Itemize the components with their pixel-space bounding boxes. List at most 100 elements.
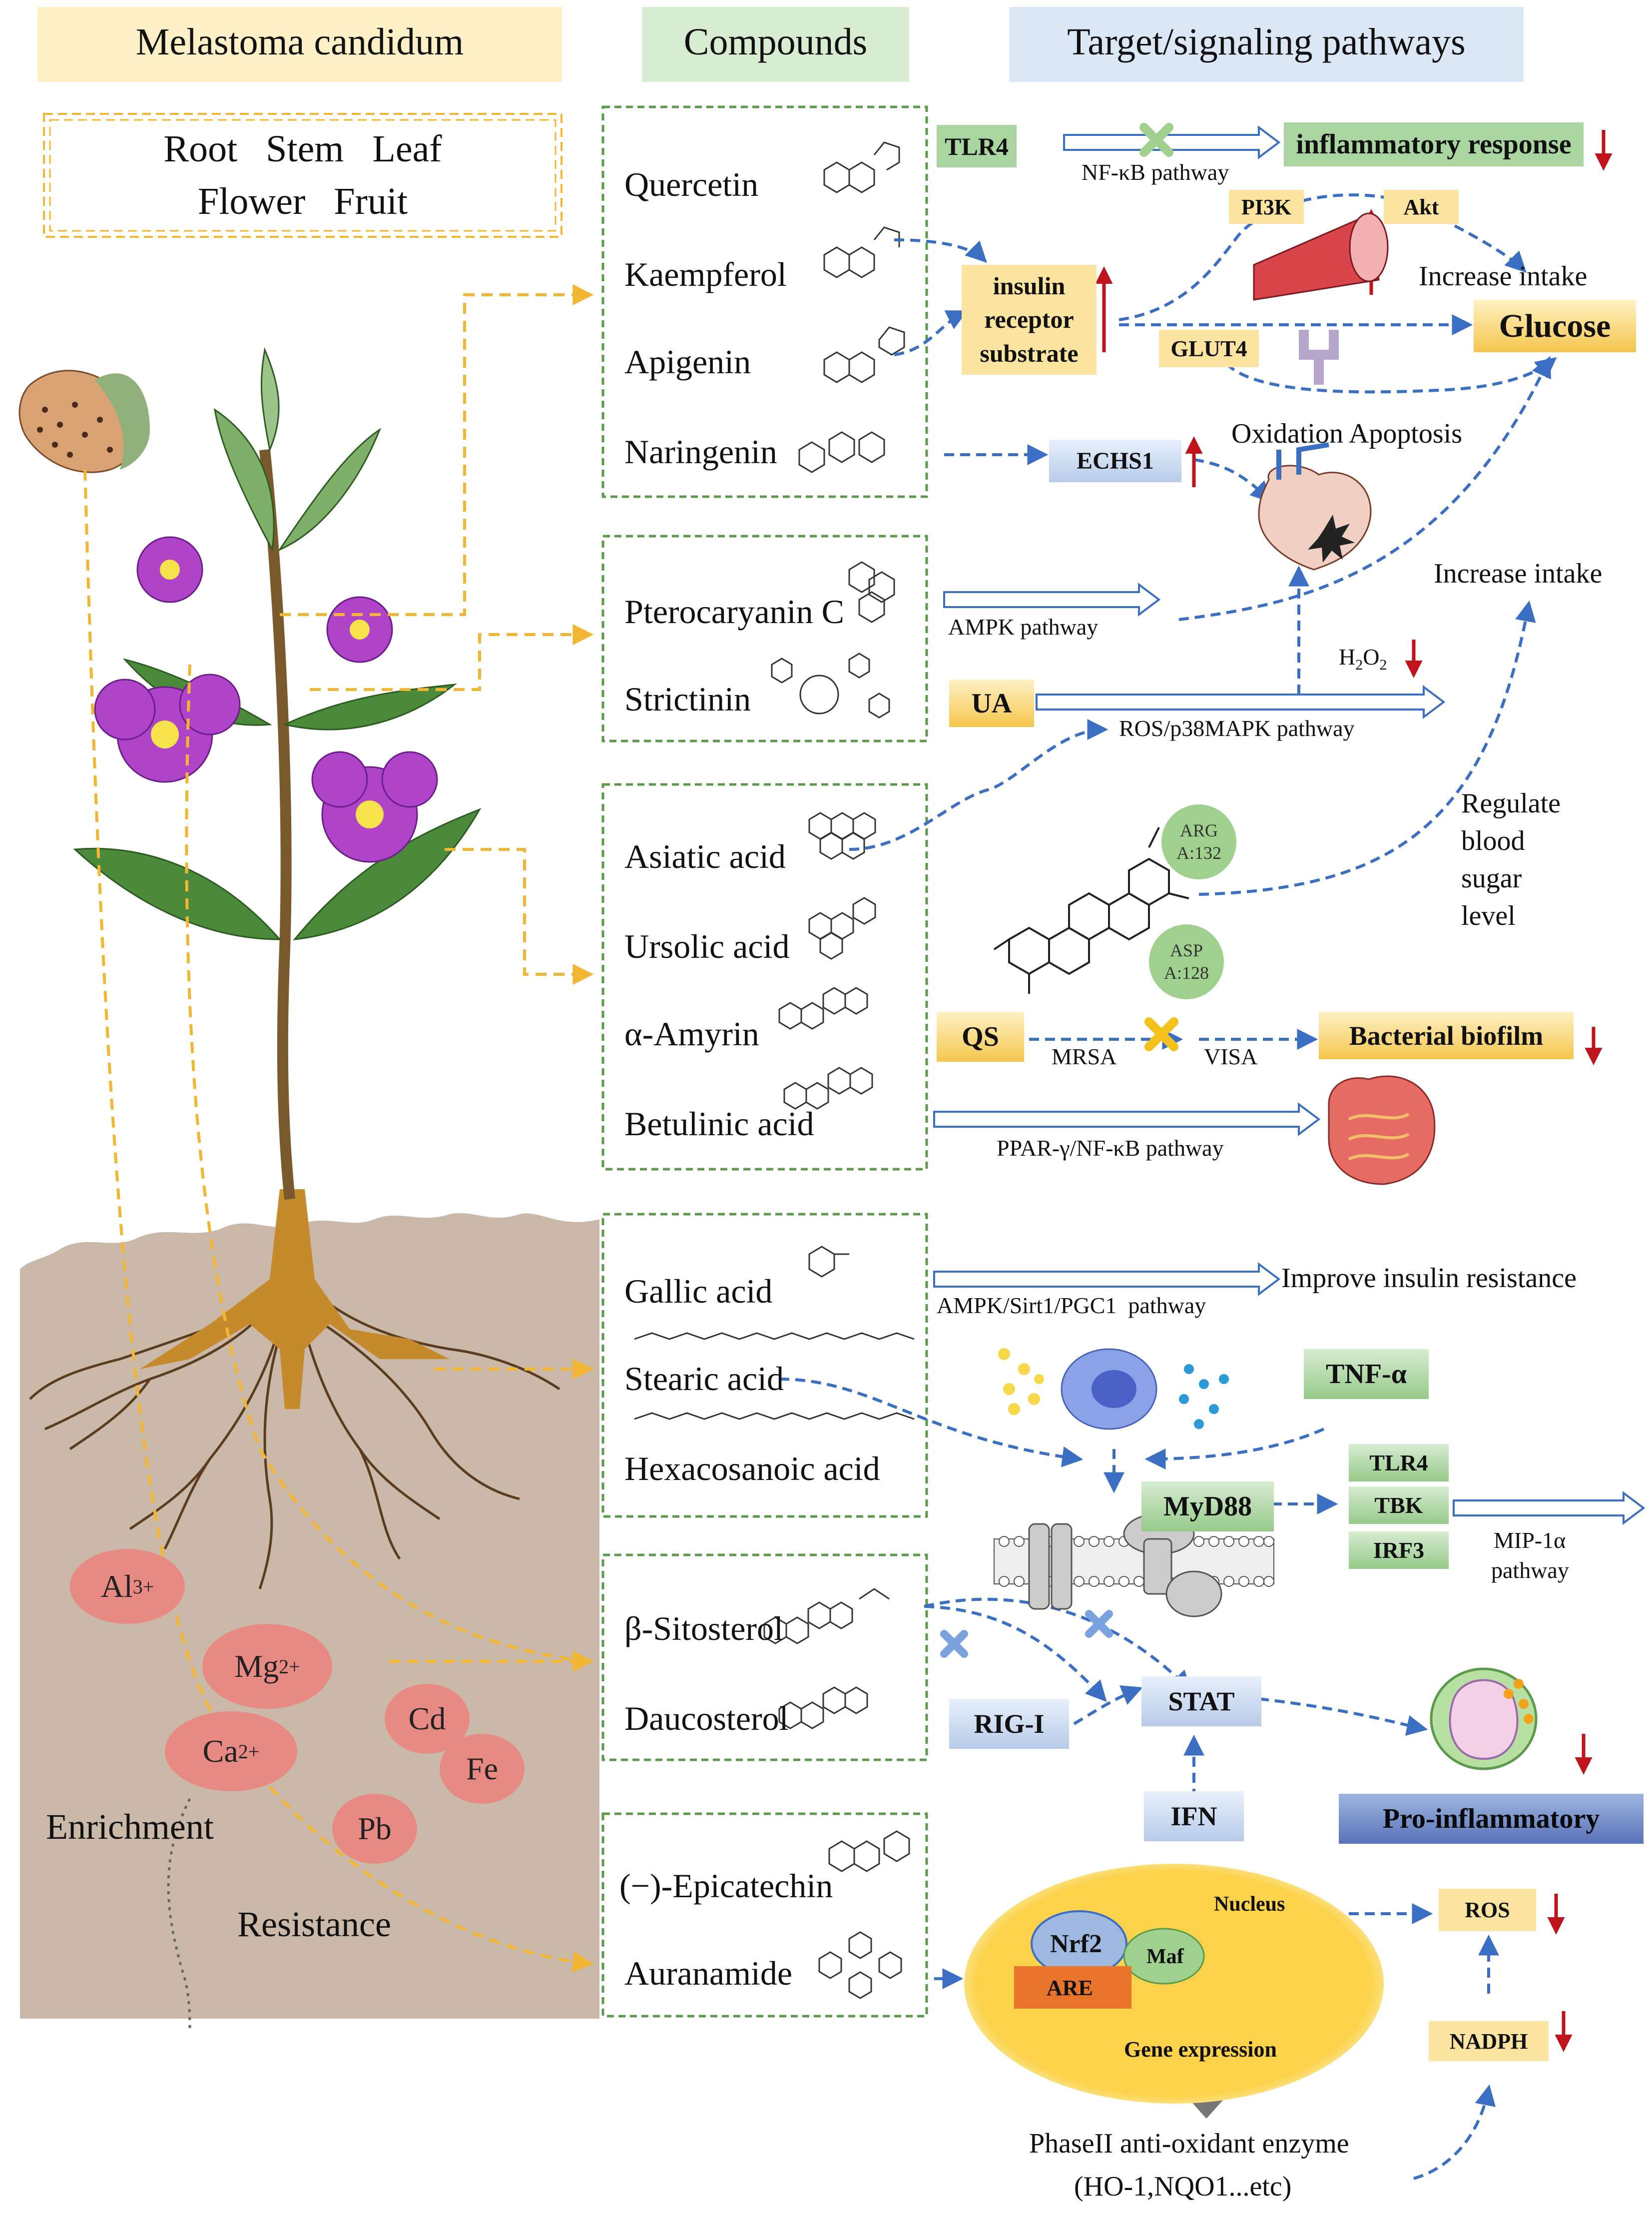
plant-parts-box [43, 113, 562, 238]
label-akt: Akt [1384, 190, 1459, 224]
label-echs1: ECHS1 [1049, 440, 1181, 482]
compound-boxes [601, 105, 928, 2018]
header-bg-plant [37, 7, 562, 82]
label-sugar: sugar [1461, 863, 1522, 894]
label-nadph: NADPH [1429, 2021, 1549, 2061]
block-marks-yellow [1144, 1017, 1178, 1051]
flower-centers [151, 560, 384, 828]
label-nfkb-pathway: NF-κB pathway [1082, 159, 1229, 185]
immune-cell-icon [1061, 1348, 1157, 1430]
label-tbk: TBK [1349, 1486, 1449, 1524]
label-ros-p38mapk: ROS/p38MAPK pathway [1119, 716, 1355, 741]
label-gene-expression: Gene expression [1124, 2037, 1277, 2062]
enrichment-label: Enrichment [46, 1807, 214, 1847]
soil-area [20, 1213, 599, 2019]
residue-arg-name: ARG [1179, 820, 1218, 840]
residue-asp-name: ASP [1169, 940, 1203, 960]
header-bg-pathways [1009, 7, 1524, 82]
label-myd88: MyD88 [1141, 1481, 1274, 1531]
label-pro-inflammatory: Pro-inflammatory [1339, 1794, 1644, 1844]
label-tlr4-top: TLR4 [937, 125, 1017, 167]
label-are: ARE [1047, 1976, 1093, 2000]
label-increase-intake-2: Increase intake [1434, 558, 1603, 589]
ion-fe: Fe [440, 1734, 525, 1804]
label-inflammatory-response: inflammatory response [1284, 122, 1584, 166]
plant-leaves [73, 347, 482, 940]
compound-naringenin: Naringenin [624, 433, 777, 471]
hollow-arrows [933, 125, 1646, 1525]
label-ros: ROS [1439, 1889, 1536, 1931]
label-regulate: Regulate [1461, 788, 1561, 819]
label-ampk-sirt1-pgc1: AMPK/Sirt1/PGC1 pathway [937, 1293, 1206, 1318]
resistance-label: Resistance [237, 1904, 391, 1944]
compound-asiatic-acid: Asiatic acid [624, 837, 786, 875]
signal-arrows [779, 193, 1557, 2180]
compound-stearic-acid: Stearic acid [624, 1360, 784, 1398]
label-nucleus: Nucleus [1214, 1893, 1285, 1916]
residue-arg: ARG A:132 [1161, 804, 1236, 879]
ion-cd: Cd [385, 1684, 470, 1754]
label-rig-i: RIG-I [949, 1699, 1069, 1749]
label-mip-line1: MIP-1α [1494, 1527, 1566, 1553]
block-marks-green [1139, 123, 1173, 157]
compound-ursolic-acid: Ursolic acid [624, 927, 790, 965]
label-mip-line2: pathway [1491, 1557, 1569, 1583]
label-glut4: GLUT4 [1159, 330, 1259, 367]
header-compounds: Compounds [683, 20, 868, 63]
label-tnf-alpha: TNF-α [1304, 1349, 1429, 1399]
compound-beta-sitosterol: β-Sitosterol [624, 1609, 783, 1647]
compound-strictinin: Strictinin [624, 680, 751, 718]
plant-parts-line2: Flower Fruit [197, 180, 408, 222]
block-marks-blue [940, 1610, 1113, 1658]
label-increase-intake-1: Increase intake [1419, 261, 1588, 292]
glut4-icon [1299, 330, 1339, 385]
muscle-icon [1253, 212, 1389, 301]
ursolic-acid-structure [993, 827, 1189, 994]
label-nrf2: Nrf2 [1050, 1930, 1102, 1958]
label-visa: VISA [1204, 1044, 1258, 1069]
label-level: level [1461, 900, 1516, 931]
label-improve-insulin-resistance: Improve insulin resistance [1281, 1263, 1577, 1294]
label-ampk-pathway: AMPK pathway [948, 614, 1099, 640]
label-insulin-receptor-substrate: insulin receptor substrate [962, 265, 1097, 375]
label-maf: Maf [1146, 1945, 1184, 1968]
molecule-structures [634, 141, 915, 1999]
residue-arg-pos: A:132 [1176, 843, 1221, 863]
cytokine-dots-blue [1179, 1364, 1229, 1429]
label-insulin-line1: insulin [993, 271, 1066, 300]
compound-pterocaryanin: Pterocaryanin C [624, 593, 844, 631]
resistance-divider [167, 1798, 191, 2029]
compound-gallic-acid: Gallic acid [624, 1272, 773, 1310]
label-h2o2: H2O2 [1339, 644, 1387, 674]
label-phase2-line1: PhaseII anti-oxidant enzyme [1029, 2128, 1349, 2159]
label-stat: STAT [1141, 1676, 1261, 1726]
label-insulin-line2: receptor [984, 305, 1074, 334]
heart-icon [1258, 442, 1372, 571]
plant-stem [259, 449, 295, 1200]
compound-betulinic-acid: Betulinic acid [624, 1105, 814, 1143]
label-insulin-line3: substrate [980, 339, 1079, 367]
intestine-icon [1328, 1075, 1436, 1185]
are-shape [1014, 1966, 1131, 2009]
compound-kaempferol: Kaempferol [624, 255, 787, 293]
maf-shape [1123, 1928, 1205, 1985]
label-ua: UA [949, 680, 1034, 727]
compound-apigenin: Apigenin [624, 343, 751, 381]
label-glucose: Glucose [1474, 300, 1636, 352]
label-pi3k: PI3K [1229, 190, 1304, 224]
header-plant: Melastoma candidum [135, 20, 464, 63]
label-oxidation-apoptosis: Oxidation Apoptosis [1231, 418, 1463, 449]
label-ifn: IFN [1144, 1791, 1244, 1841]
label-irf3: IRF3 [1349, 1531, 1449, 1569]
label-qs: QS [937, 1012, 1024, 1062]
compound-alpha-amyrin: α-Amyrin [624, 1015, 759, 1053]
fruit-image [18, 370, 150, 473]
header-pathways: Target/signaling pathways [1067, 20, 1466, 63]
root-taproot [140, 1189, 450, 1409]
plant-parts-line1: Root Stem Leaf [163, 128, 442, 170]
compound-epicatechin: (−)-Epicatechin [619, 1867, 833, 1905]
